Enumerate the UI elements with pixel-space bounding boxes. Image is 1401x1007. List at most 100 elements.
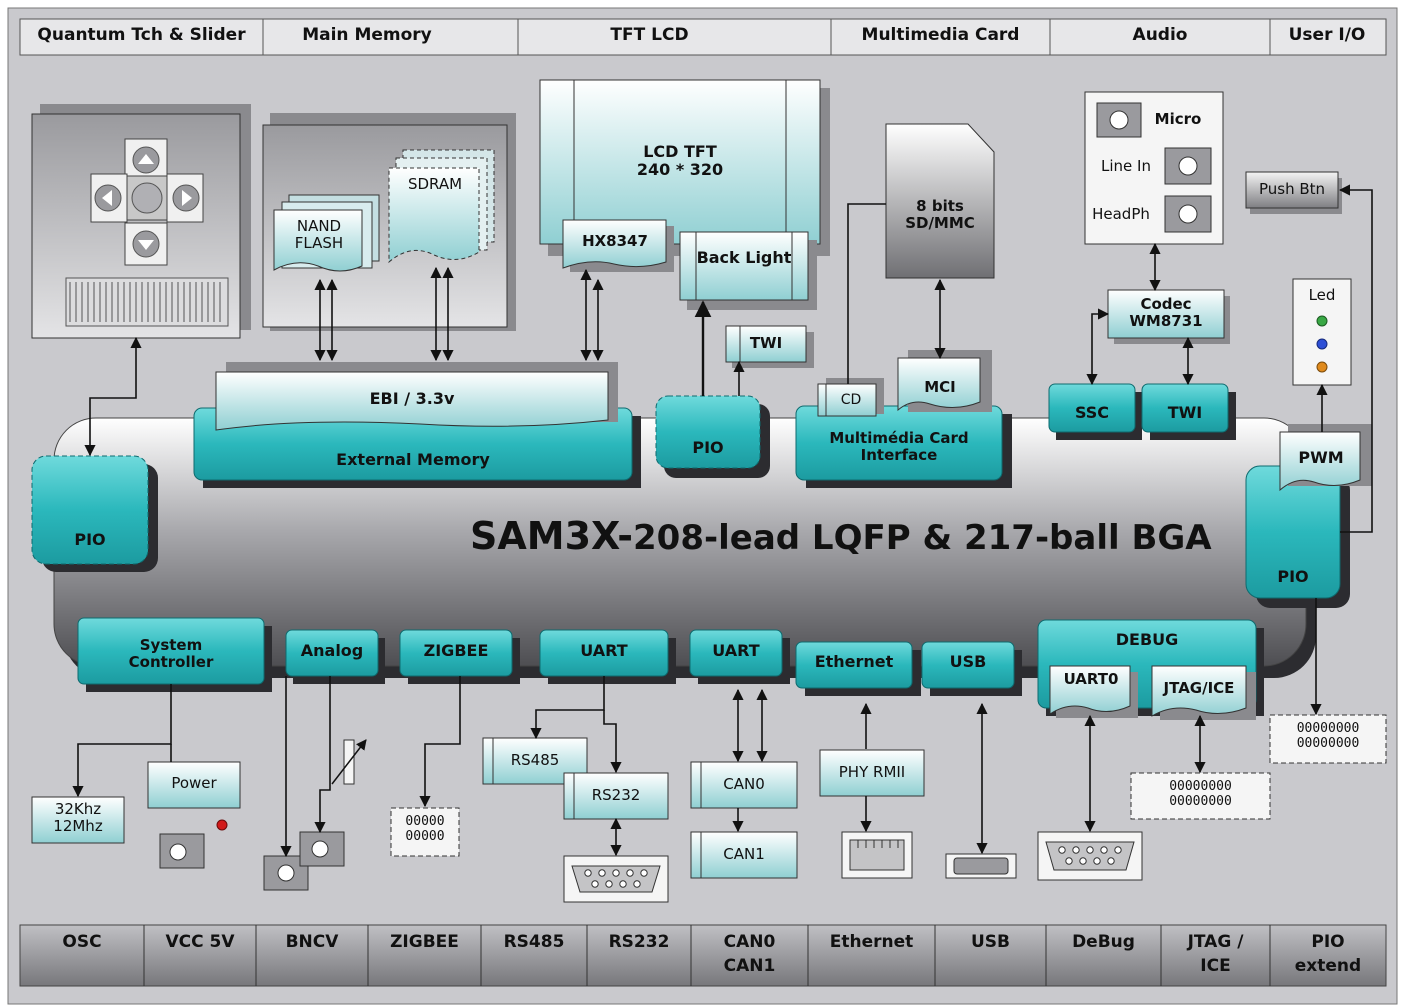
uart0-block — [1049, 665, 1131, 715]
jtag-block — [1151, 665, 1247, 717]
bottom-label-8: USB — [970, 932, 1010, 952]
zigbee-header-label: 00000 00000 — [405, 814, 445, 844]
pwm-label: PWM — [1298, 448, 1344, 467]
cd-label: CD — [840, 392, 862, 408]
power-led-icon — [216, 819, 228, 831]
uart0-label: UART0 — [1063, 670, 1119, 688]
micro-jack-hole — [1109, 110, 1129, 130]
sdram-stack — [388, 149, 495, 264]
potentiometer-arrow — [331, 739, 367, 785]
can0-block — [690, 761, 798, 809]
bottom-label-0: OSC — [62, 932, 102, 952]
linein-jack-hole — [1178, 156, 1198, 176]
bottom-label-9: DeBug — [1072, 932, 1135, 952]
top-label-audio: Audio — [1132, 25, 1188, 45]
led-orange-icon — [1316, 361, 1328, 373]
lcd-panel — [539, 79, 821, 245]
rs232-label: RS232 — [591, 786, 641, 804]
lcd-twi-label: TWI — [749, 334, 783, 352]
bnc-jack-2-hole — [311, 840, 329, 858]
pio-header-label: 00000000 00000000 — [1296, 721, 1360, 751]
pio-mid-block — [655, 395, 761, 469]
led-label: Led — [1308, 286, 1336, 304]
bnc-jack-1-hole — [277, 864, 295, 882]
can1-label: CAN1 — [723, 845, 765, 863]
led-blue-icon — [1316, 338, 1328, 350]
nand-label: NAND FLASH — [294, 217, 344, 253]
jtag-label: JTAG/ICE — [1163, 679, 1235, 697]
top-label-multimedia-card: Multimedia Card — [861, 25, 1020, 45]
bottom-bar-dividers — [143, 925, 1271, 986]
bottom-label-2: BNCV — [285, 932, 339, 952]
ssc-label: SSC — [1074, 403, 1110, 422]
usb-label: USB — [949, 652, 987, 671]
zigbee-header — [390, 807, 460, 857]
push-btn-block — [1245, 171, 1339, 209]
top-header-bar — [19, 18, 1387, 56]
jtag-header — [1130, 772, 1271, 820]
top-label-user-io: User I/O — [1288, 25, 1366, 45]
rs485-label: RS485 — [510, 751, 560, 769]
bottom-bar — [19, 924, 1387, 987]
micro-label: Micro — [1154, 110, 1202, 128]
uart2-block — [689, 629, 783, 677]
touch-slider-stripes — [69, 282, 221, 322]
headph-label: HeadPh — [1092, 205, 1150, 223]
sdram-label: SDRAM — [407, 175, 463, 193]
codec-label: Codec WM8731 — [1129, 295, 1203, 331]
headph-jack-hole — [1178, 204, 1198, 224]
bottom-label-7: Ethernet — [829, 932, 914, 952]
usb-connector-icon — [953, 857, 1009, 875]
bottom-label-6: CAN0 CAN1 — [723, 932, 776, 976]
power-switch-hole — [169, 843, 187, 861]
ethernet-label: Ethernet — [814, 652, 894, 671]
backlight-label: Back Light — [696, 248, 792, 267]
phy-label: PHY RMII — [838, 763, 906, 781]
led-green-icon — [1316, 315, 1328, 327]
debug-label: DEBUG — [1115, 630, 1179, 649]
cd-block — [817, 383, 877, 417]
mmc-interface-label: Multimédia Card Interface — [829, 429, 969, 465]
analog-block — [285, 629, 379, 677]
pio-left-label: PIO — [74, 530, 106, 549]
jtag-header-label: 00000000 00000000 — [1169, 779, 1232, 809]
phy-block — [819, 749, 925, 797]
db9-rs232-pins — [584, 869, 648, 888]
nand-stack — [273, 194, 380, 272]
bottom-label-3: ZIGBEE — [390, 932, 459, 952]
top-label-quantum: Quantum Tch & Slider — [37, 25, 246, 45]
osc-label: 32Khz 12Mhz — [53, 800, 103, 836]
usb-block — [921, 641, 1015, 689]
chip-title-bold: SAM3X- — [470, 514, 634, 558]
touch-dpad — [90, 138, 204, 266]
push-btn-label: Push Btn — [1258, 180, 1326, 198]
ethernet-block — [795, 641, 913, 689]
mci-block — [897, 357, 981, 412]
pwm-block — [1279, 431, 1361, 492]
uart1-label: UART — [580, 641, 628, 660]
pio-header — [1269, 714, 1387, 764]
backlight-block — [679, 231, 809, 301]
external-memory-label: External Memory — [336, 450, 490, 469]
power-block — [147, 761, 241, 809]
rj45-connector-icon — [849, 839, 905, 871]
sysctrl-label: System Controller — [128, 636, 214, 672]
db9-debug-connector — [1045, 841, 1135, 871]
can1-block — [690, 831, 798, 879]
top-label-main-memory: Main Memory — [302, 25, 432, 45]
bottom-label-1: VCC 5V — [165, 932, 235, 952]
lcd-tft-label: LCD TFT 240 * 320 — [636, 142, 724, 180]
bottom-label-10: JTAG / ICE — [1187, 932, 1244, 976]
audio-twi-label: TWI — [1167, 403, 1203, 422]
analog-label: Analog — [300, 641, 364, 660]
linein-label: Line In — [1101, 157, 1151, 175]
lcd-twi-block — [725, 325, 807, 363]
hx8347-label: HX8347 — [582, 232, 648, 250]
uart2-label: UART — [712, 641, 760, 660]
mci-label: MCI — [924, 378, 956, 396]
zigbee-label: ZIGBEE — [423, 641, 489, 660]
connection-arrows — [72, 184, 1373, 858]
hx8347-block — [562, 219, 667, 269]
pio-right-label: PIO — [1277, 567, 1309, 586]
